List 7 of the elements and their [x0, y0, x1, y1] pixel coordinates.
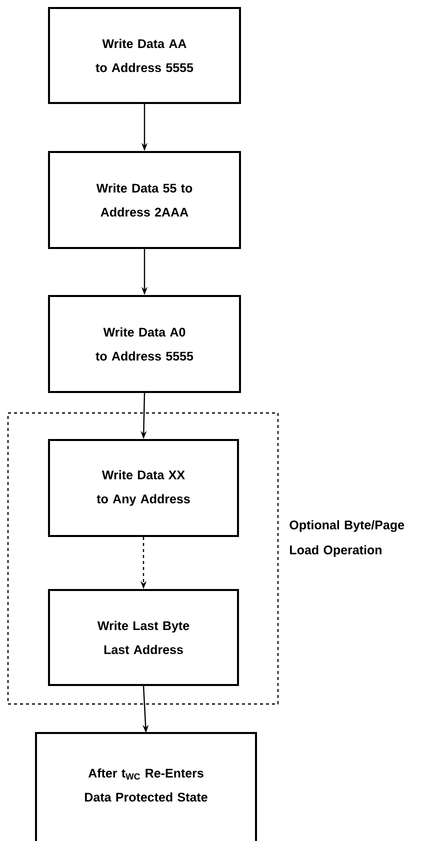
- process-box: Write Data 55 to Address 2AAA: [48, 151, 241, 249]
- process-box: Write Last Byte Last Address: [48, 589, 239, 686]
- process-box: After t$_{WC}$ Re-Enters Data Protected State: [35, 732, 257, 841]
- process-box: Write Data A0 to Address 5555: [48, 295, 241, 393]
- process-box: Write Data AA to Address 5555: [48, 7, 241, 104]
- group-label: Optional Byte/Page Load Operation: [290, 520, 404, 557]
- process-box: Write Data XX to Any Address: [48, 439, 239, 537]
